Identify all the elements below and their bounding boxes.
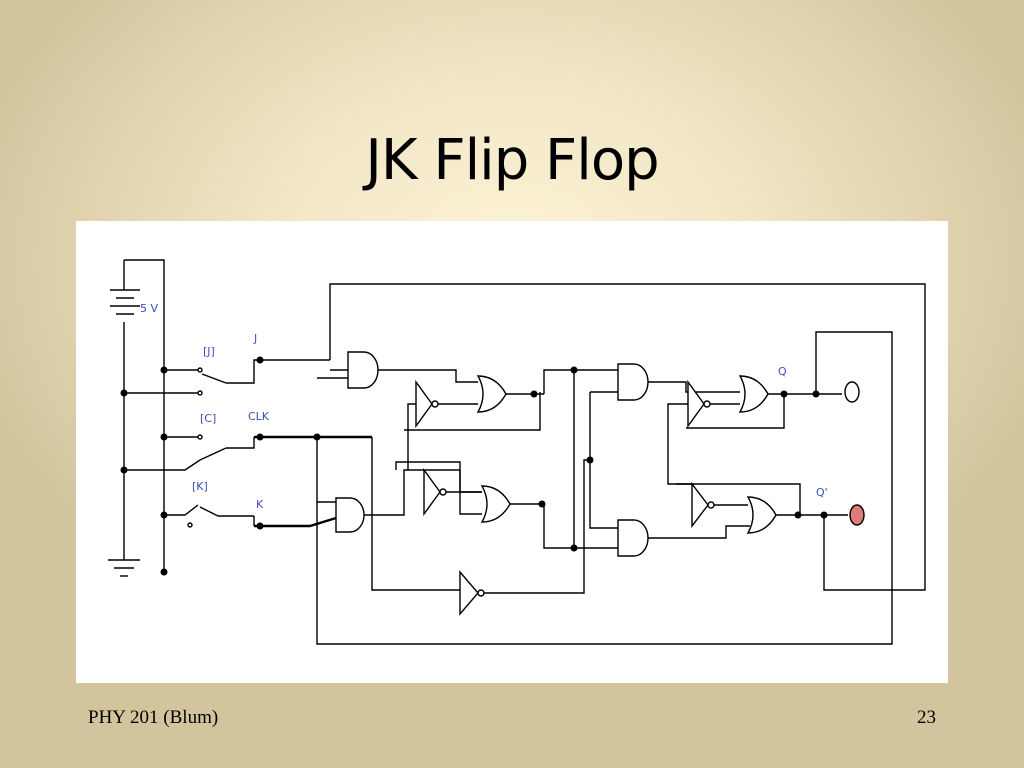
- inverter-4: [687, 379, 711, 429]
- and-gate-2: [335, 497, 365, 533]
- q-output-lamp: [844, 381, 860, 403]
- output-qbar-label: Q': [816, 486, 828, 499]
- input-clk-label: CLK: [248, 410, 270, 423]
- or-gate-3: [738, 375, 769, 413]
- inverter-1: [415, 379, 439, 429]
- switch-clk[interactable]: [164, 434, 372, 461]
- output-q-label: Q: [778, 365, 787, 378]
- qbar-output-lamp: [849, 504, 865, 526]
- supply-label: 5 V: [140, 302, 158, 315]
- course-footer: PHY 201 (Blum): [88, 707, 219, 728]
- ground-symbol: [108, 559, 140, 577]
- input-k-label: K: [256, 498, 264, 511]
- and-gate-3: [617, 363, 649, 401]
- and-gate-4: [617, 519, 649, 557]
- or-gate-4: [746, 496, 777, 534]
- slide-title: JK Flip Flop: [365, 128, 659, 193]
- switch-j-label: [J]: [203, 345, 215, 358]
- inverter-2: [423, 467, 447, 517]
- inverter-5: [691, 481, 715, 529]
- page-number: 23: [917, 707, 936, 728]
- or-gate-2: [480, 485, 511, 523]
- and-gate-1: [347, 351, 379, 389]
- switch-j[interactable]: [164, 359, 330, 396]
- switch-k-label: [K]: [192, 480, 208, 493]
- or-gate-1: [476, 375, 507, 413]
- battery-symbol: [110, 259, 165, 572]
- switch-k[interactable]: [164, 504, 337, 528]
- switch-c-label: [C]: [200, 412, 216, 425]
- inverter-3: [459, 570, 485, 616]
- input-j-label: J: [253, 332, 257, 345]
- circuit-diagram: 5 V [J] J [C] CLK [K] K: [76, 221, 948, 683]
